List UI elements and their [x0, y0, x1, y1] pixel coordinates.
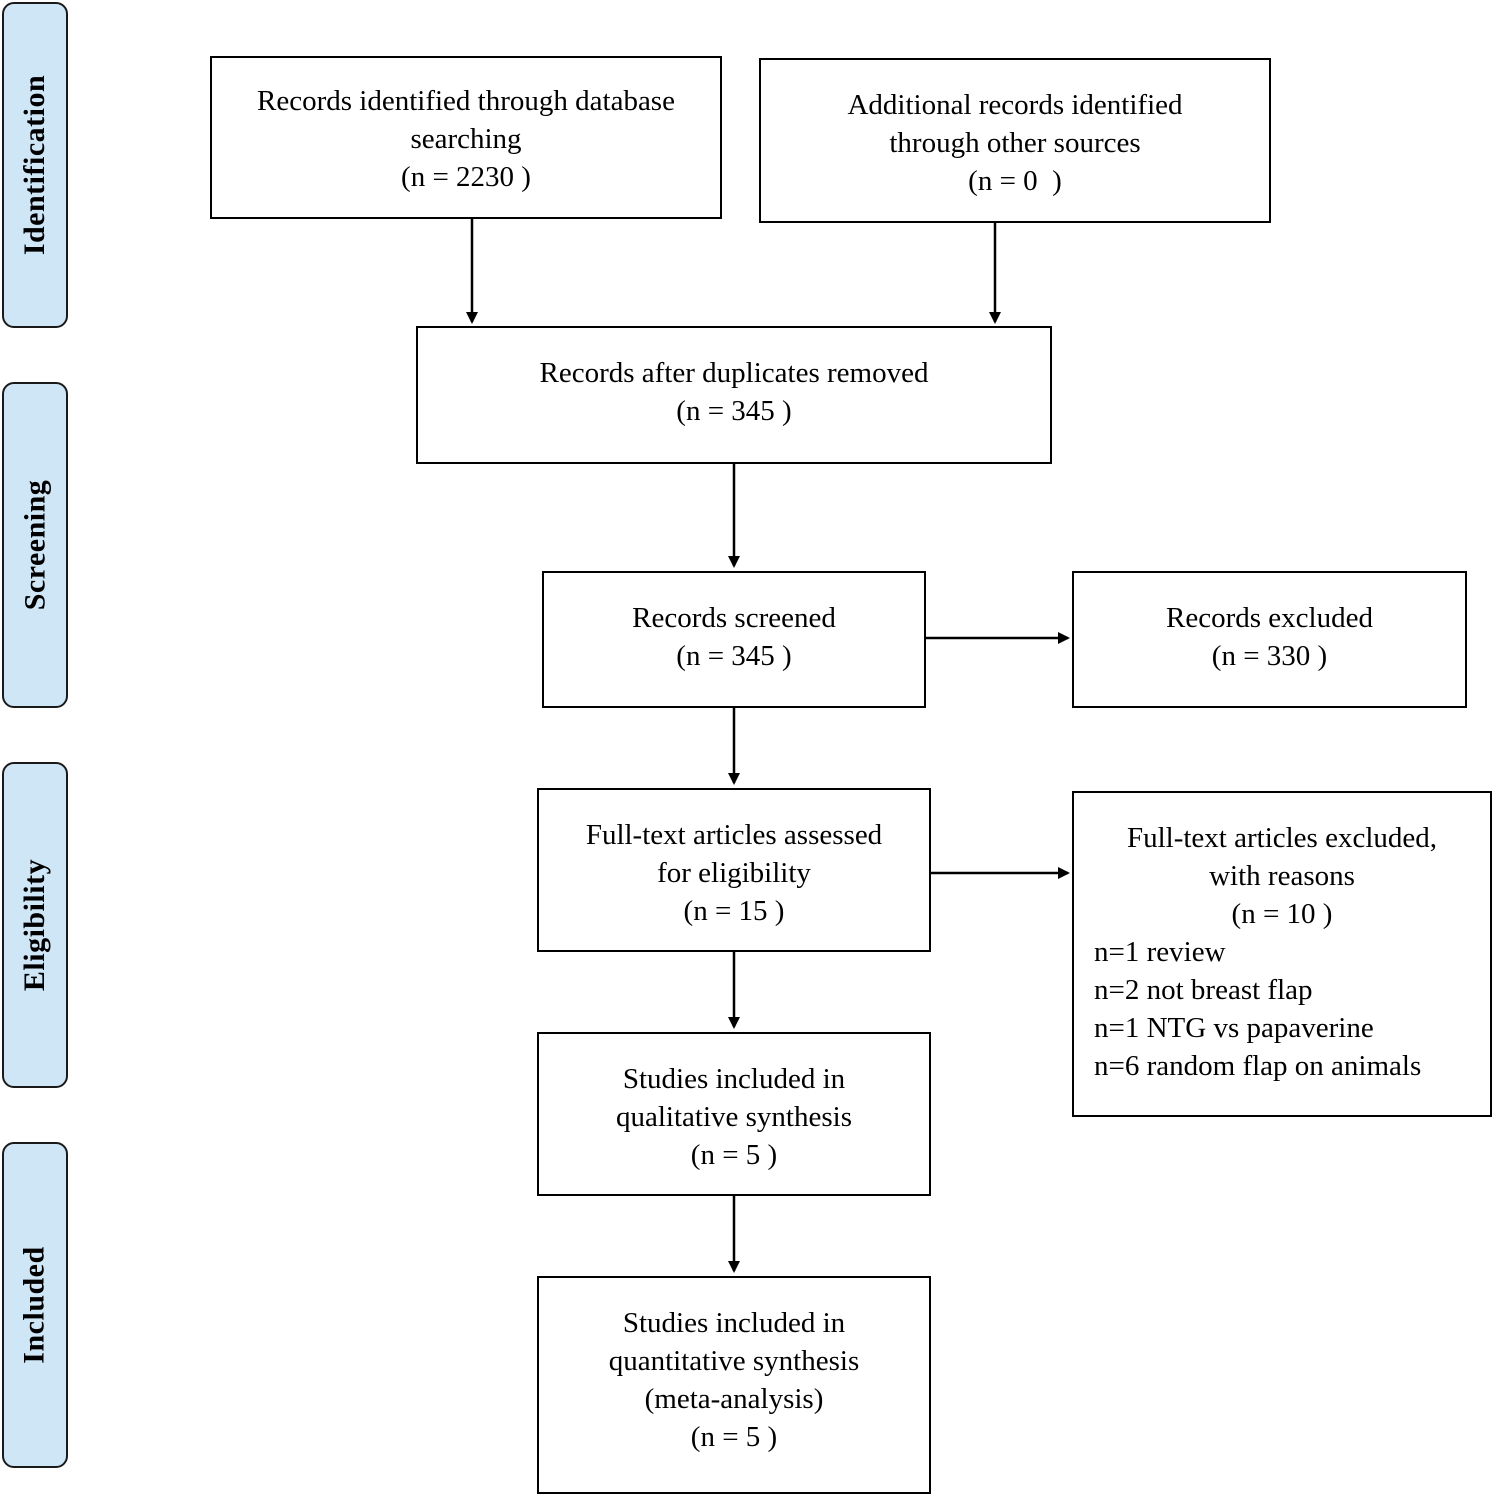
- box-after-duplicates: Records after duplicates removed (n = 34…: [416, 326, 1052, 464]
- phase-eligibility: Eligibility: [2, 762, 68, 1088]
- exclusion-reason: n=2 not breast flap: [1094, 974, 1313, 1006]
- box-count: (n = 330 ): [1211, 640, 1328, 672]
- box-count: (n = 2230 ): [401, 161, 531, 193]
- box-text: quantitative synthesis: [608, 1345, 860, 1377]
- phase-screening: Screening: [2, 382, 68, 708]
- box-text: through other sources: [889, 127, 1141, 159]
- box-records-screened: Records screened (n = 345 ): [542, 571, 926, 708]
- box-quantitative-synthesis: Studies included in quantitative synthes…: [537, 1276, 931, 1494]
- box-text: (meta-analysis): [644, 1383, 824, 1415]
- box-fulltext-excluded: Full-text articles excluded, with reason…: [1072, 791, 1492, 1117]
- exclusion-reason: n=1 review: [1094, 936, 1226, 968]
- box-text: Records after duplicates removed: [539, 357, 929, 389]
- box-records-excluded: Records excluded (n = 330 ): [1072, 571, 1467, 708]
- box-database-searching: Records identified through database sear…: [210, 56, 722, 219]
- box-count: (n = 5 ): [690, 1421, 778, 1453]
- box-fulltext-assessed: Full-text articles assessed for eligibil…: [537, 788, 931, 952]
- box-count: (n = 345 ): [676, 640, 792, 672]
- box-text: Records screened: [632, 602, 836, 634]
- box-text: Records identified through database: [257, 85, 675, 117]
- box-count: (n = 5 ): [690, 1139, 778, 1171]
- box-text: Additional records identified: [847, 89, 1183, 121]
- box-text: for eligibility: [657, 857, 811, 889]
- exclusion-reason: n=6 random flap on animals: [1094, 1050, 1422, 1082]
- phase-included: Included: [2, 1142, 68, 1468]
- phase-identification: Identification: [2, 2, 68, 328]
- box-text: Full-text articles assessed: [585, 819, 883, 851]
- box-count: (n = 345 ): [676, 395, 792, 427]
- box-other-sources: Additional records identified through ot…: [759, 58, 1271, 223]
- box-qualitative-synthesis: Studies included in qualitative synthesi…: [537, 1032, 931, 1196]
- box-text: with reasons: [1209, 860, 1355, 892]
- box-text: Studies included in: [622, 1063, 846, 1095]
- exclusion-reason: n=1 NTG vs papaverine: [1094, 1012, 1374, 1044]
- box-count: (n = 0 ): [968, 165, 1062, 197]
- box-text: Studies included in: [622, 1307, 846, 1339]
- box-count: (n = 10 ): [1231, 898, 1333, 930]
- box-text: Records excluded: [1166, 602, 1373, 634]
- box-count: (n = 15 ): [683, 895, 785, 927]
- box-text: qualitative synthesis: [616, 1101, 852, 1133]
- box-text: searching: [410, 123, 522, 155]
- box-text: Full-text articles excluded,: [1126, 822, 1438, 854]
